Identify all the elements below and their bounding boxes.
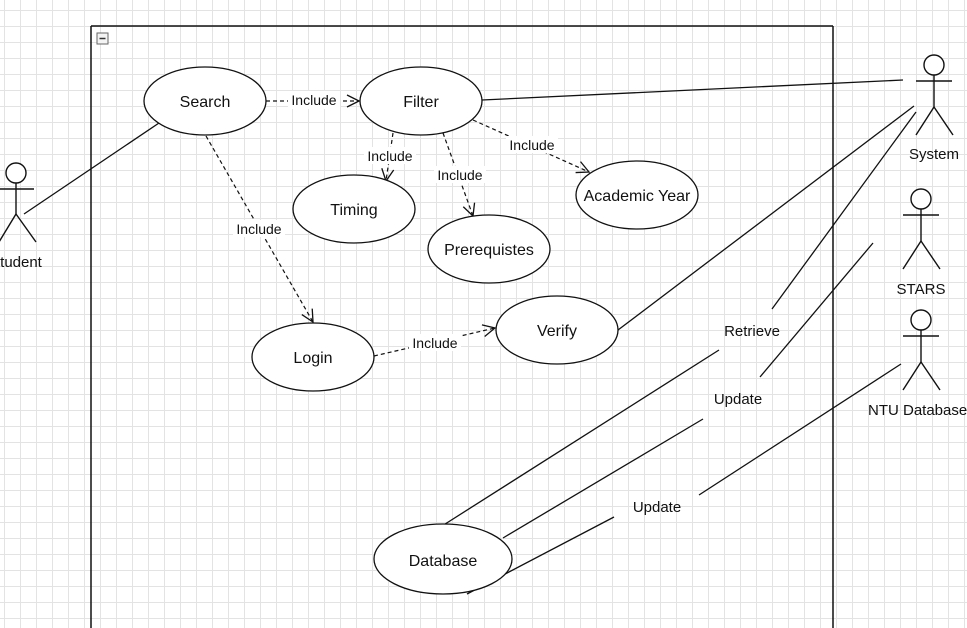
actor-system[interactable]: System: [909, 54, 959, 163]
stick-figure-icon: [0, 162, 37, 243]
use-case-prerequisites[interactable]: Prerequistes: [427, 214, 551, 284]
use-case-search[interactable]: Search: [143, 66, 267, 136]
actor-system-label: System: [909, 146, 959, 163]
assoc-retrieve-system[interactable]: [771, 111, 917, 310]
label-include-filter-academic: Include: [509, 137, 554, 153]
stick-figure-icon: [915, 54, 954, 136]
actor-ntu-database-label: NTU Database: [868, 402, 967, 419]
use-case-prerequisites-label: Prerequistes: [444, 242, 534, 259]
actor-stars[interactable]: STARS: [897, 188, 946, 298]
associations: [23, 79, 917, 595]
use-case-search-label: Search: [180, 94, 231, 111]
actor-student[interactable]: Student: [0, 162, 43, 271]
use-case-login[interactable]: Login: [251, 322, 375, 392]
use-case-login-label: Login: [293, 350, 332, 367]
assoc-update-stars-top[interactable]: [759, 242, 874, 378]
label-include-filter-timing: Include: [367, 148, 412, 164]
use-case-verify-label: Verify: [537, 323, 577, 340]
label-include-search-filter: Include: [291, 92, 336, 108]
label-include-filter-prereq: Include: [437, 167, 482, 183]
edge-labels: Include Include Include Include Include …: [233, 91, 780, 516]
use-case-database[interactable]: Database: [373, 523, 513, 595]
label-update-stars: Update: [714, 391, 762, 408]
use-case-database-label: Database: [409, 553, 478, 570]
use-case-academic-year[interactable]: Academic Year: [575, 160, 699, 230]
use-case-verify[interactable]: Verify: [495, 295, 619, 365]
assoc-database-retrieve[interactable]: [441, 349, 720, 527]
use-case-filter-label: Filter: [403, 94, 439, 111]
assoc-database-update-stars[interactable]: [502, 418, 704, 539]
use-case-timing[interactable]: Timing: [292, 174, 416, 244]
system-boundary[interactable]: [90, 25, 834, 628]
use-case-timing-label: Timing: [330, 202, 377, 219]
label-include-login-verify: Include: [412, 335, 457, 351]
use-case-filter[interactable]: Filter: [359, 66, 483, 136]
assoc-update-ntu-top[interactable]: [698, 363, 902, 496]
actor-stars-label: STARS: [897, 281, 946, 298]
assoc-verify-system[interactable]: [617, 105, 915, 331]
actor-ntu-database[interactable]: NTU Database: [868, 309, 967, 419]
collapse-icon[interactable]: [96, 32, 109, 45]
stick-figure-icon: [902, 309, 941, 391]
label-include-search-login: Include: [236, 221, 281, 237]
assoc-student-search[interactable]: [23, 122, 160, 215]
label-retrieve: Retrieve: [724, 323, 780, 340]
assoc-filter-system[interactable]: [481, 79, 904, 101]
label-update-ntu: Update: [633, 499, 681, 516]
actor-student-label: Student: [0, 254, 43, 271]
stick-figure-icon: [902, 188, 941, 270]
use-case-academic-year-label: Academic Year: [584, 188, 691, 205]
